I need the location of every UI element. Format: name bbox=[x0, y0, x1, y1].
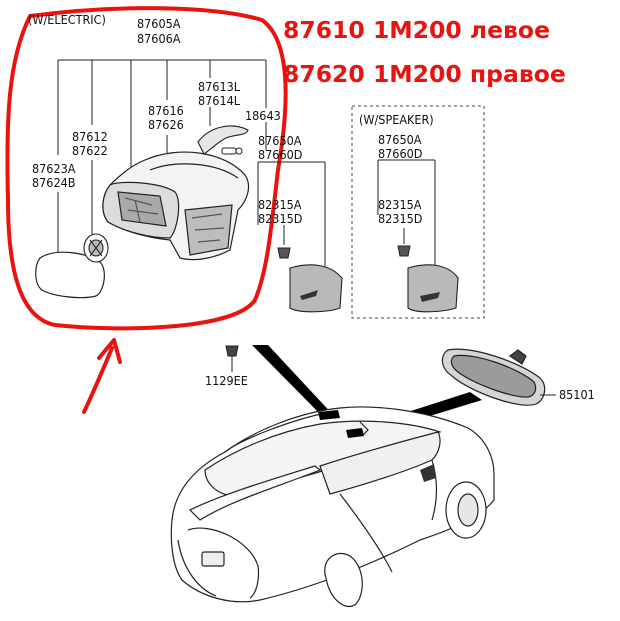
right-part-title: 87620 1M200 правое bbox=[283, 60, 566, 88]
mirror-motor bbox=[83, 233, 109, 263]
mirror-cover bbox=[289, 264, 343, 313]
side-repeater-lamp bbox=[197, 125, 249, 155]
mirror-glass-a-label: 87623A bbox=[32, 161, 76, 176]
highlight-arrow-head bbox=[97, 338, 122, 364]
electric-group-label: (W/ELECTRIC) bbox=[28, 12, 106, 27]
speaker-cover-screw bbox=[397, 245, 411, 257]
cover-a-label: 87650A bbox=[258, 133, 302, 148]
speaker-group-label: (W/SPEAKER) bbox=[359, 112, 434, 127]
bulb bbox=[221, 147, 243, 155]
highlight-outline bbox=[5, 6, 288, 331]
scalp-b-label: 87626 bbox=[148, 117, 184, 132]
glass-holder-a-label: 87612 bbox=[72, 129, 108, 144]
speaker-group-box bbox=[351, 105, 485, 319]
roof-marker bbox=[346, 428, 364, 438]
mirror-housing bbox=[102, 151, 250, 261]
speaker-screw-b-label: 82315D bbox=[378, 211, 423, 226]
highlight-arrow bbox=[82, 346, 114, 414]
mirror-glass-b-label: 87624B bbox=[32, 175, 76, 190]
callout-wedge-left bbox=[252, 345, 336, 420]
inside-mirror-label: 85101 bbox=[559, 387, 595, 402]
speaker-cover-a-label: 87650A bbox=[378, 132, 422, 147]
clip-label: 1129EE bbox=[205, 373, 248, 388]
cover-screw bbox=[277, 247, 291, 259]
speaker-cover-b-label: 87660D bbox=[378, 146, 423, 161]
mirror-glass bbox=[35, 251, 105, 299]
speaker-mirror-cover bbox=[407, 264, 459, 313]
cover-b-label: 87660D bbox=[258, 147, 303, 162]
left-part-title: 87610 1M200 левое bbox=[283, 16, 551, 44]
screw-a-label: 82315A bbox=[258, 197, 302, 212]
glass-holder-b-label: 87622 bbox=[72, 143, 108, 158]
inside-mirror bbox=[441, 348, 546, 406]
clip bbox=[225, 345, 239, 357]
wheels bbox=[324, 481, 487, 608]
windshield-marker bbox=[318, 410, 340, 420]
bulb-label: 18643 bbox=[245, 108, 281, 123]
lamp-a-label: 87613L bbox=[198, 79, 241, 94]
car-body bbox=[170, 406, 495, 603]
speaker-screw-a-label: 82315A bbox=[378, 197, 422, 212]
car-side-mirror bbox=[420, 464, 436, 482]
mirror-assy-a-label: 87605A bbox=[137, 16, 181, 31]
mirror-assy-b-label: 87606A bbox=[137, 31, 181, 46]
lamp-b-label: 87614L bbox=[198, 93, 241, 108]
screw-b-label: 82315D bbox=[258, 211, 303, 226]
scalp-a-label: 87616 bbox=[148, 103, 184, 118]
